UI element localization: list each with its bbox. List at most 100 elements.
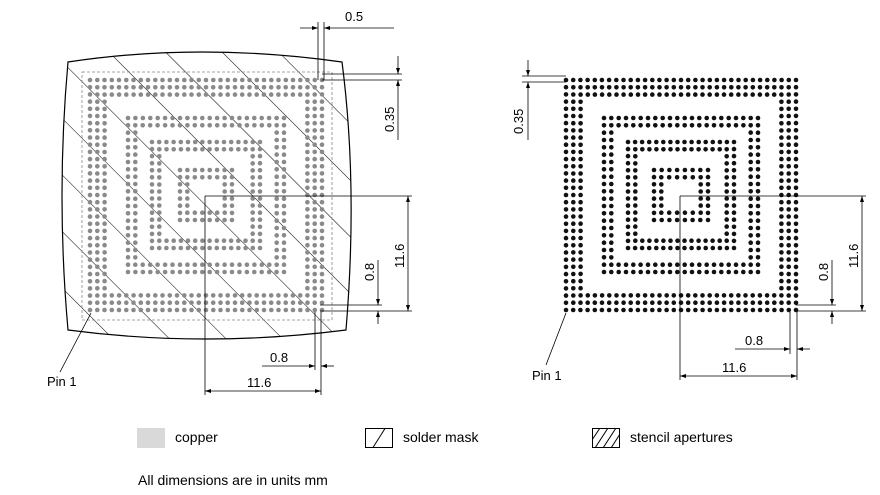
bga-pad	[689, 115, 695, 121]
bga-pad	[724, 161, 729, 166]
bga-pad	[793, 135, 799, 140]
bga-pad	[563, 113, 569, 119]
bga-pad	[189, 77, 194, 83]
bga-pad	[710, 238, 715, 243]
bga-pad	[578, 235, 583, 241]
bga-pad	[102, 207, 107, 212]
bga-pad	[312, 192, 318, 198]
bga-pad	[157, 203, 162, 208]
bga-pad	[772, 307, 777, 313]
bga-pad	[297, 300, 303, 306]
bga-pad	[174, 77, 180, 83]
bga-pad	[755, 152, 761, 157]
bga-pad	[748, 262, 753, 268]
bga-pad	[674, 175, 680, 180]
bga-pad	[102, 185, 107, 191]
bga-pad	[731, 189, 737, 194]
bga-pad	[793, 235, 799, 241]
bga-pad	[250, 154, 255, 159]
bga-pad	[671, 300, 677, 306]
bga-pad	[592, 300, 598, 306]
bga-pad	[757, 85, 763, 90]
bga-pad	[274, 145, 280, 150]
bga-pad	[609, 174, 614, 179]
bga-pad	[786, 77, 792, 83]
bga-pad	[319, 293, 325, 298]
bga-pad	[786, 106, 791, 112]
bga-pad	[312, 243, 318, 248]
bga-pad	[793, 271, 799, 277]
bga-pad	[666, 175, 672, 180]
bga-pad	[250, 231, 255, 236]
bga-pad	[203, 307, 209, 313]
bga-pad	[571, 214, 576, 219]
bga-pad	[244, 115, 250, 121]
bga-pad	[192, 245, 198, 251]
bga-pad	[563, 149, 569, 155]
bga-pad	[319, 185, 325, 191]
bga-pad	[748, 225, 753, 231]
bga-pad	[312, 77, 318, 83]
bga-pad	[779, 106, 784, 112]
bga-pad	[563, 192, 569, 198]
bga-pad	[185, 203, 190, 208]
bga-pad	[705, 182, 711, 187]
bga-pad	[685, 77, 691, 83]
bga-pad	[682, 115, 687, 121]
bga-pad	[733, 115, 739, 121]
bga-pad	[281, 115, 287, 121]
bga-pad	[621, 77, 626, 83]
bga-pad	[571, 99, 576, 104]
bga-pad	[87, 77, 93, 83]
bga-pad	[312, 171, 318, 176]
bga-pad	[145, 85, 151, 90]
bga-pad	[281, 203, 287, 209]
bga-pad	[305, 250, 310, 255]
bga-pad	[729, 77, 734, 83]
bga-pad	[250, 203, 255, 208]
bga-pad	[87, 207, 93, 212]
bga-pad	[690, 210, 696, 215]
bga-pad	[724, 147, 729, 152]
bga-pad	[312, 300, 318, 306]
bga-pad	[87, 149, 93, 155]
bga-pad	[274, 123, 280, 128]
bga-pad	[312, 128, 318, 133]
bga-pad	[786, 192, 791, 198]
bga-pad	[697, 269, 702, 275]
bga-pad	[125, 189, 131, 194]
bga-pad	[274, 152, 280, 157]
bga-pad	[731, 160, 737, 166]
bga-pad	[721, 92, 727, 97]
bga-pad	[748, 247, 753, 253]
bga-pad	[95, 164, 100, 169]
bga-pad	[185, 175, 190, 180]
bga-pad	[170, 262, 175, 268]
bga-pad	[218, 300, 223, 306]
bga-pad	[599, 92, 605, 97]
bga-pad	[601, 115, 607, 121]
bga-pad	[578, 99, 583, 105]
bga-pad	[207, 262, 212, 268]
bga-pad	[682, 123, 687, 128]
bga-pad	[793, 99, 799, 104]
bga-pad	[164, 139, 169, 145]
bga-pad	[614, 307, 619, 313]
bga-pad	[786, 178, 791, 183]
bga-pad	[95, 142, 100, 147]
bga-pad	[697, 115, 702, 121]
bga-pad	[185, 123, 190, 128]
bga-pad	[705, 203, 711, 208]
bga-pad	[274, 262, 280, 268]
bga-pad	[274, 269, 279, 275]
bga-pad	[793, 279, 799, 284]
bga-pad	[312, 149, 318, 155]
bga-pad	[755, 123, 761, 128]
bga-pad	[229, 182, 235, 187]
bga-pad	[724, 182, 729, 187]
bga-pad	[283, 85, 289, 90]
bga-pad	[786, 293, 791, 298]
bga-pad	[283, 307, 289, 313]
bga-pad	[319, 207, 325, 212]
bga-pad	[281, 225, 287, 231]
